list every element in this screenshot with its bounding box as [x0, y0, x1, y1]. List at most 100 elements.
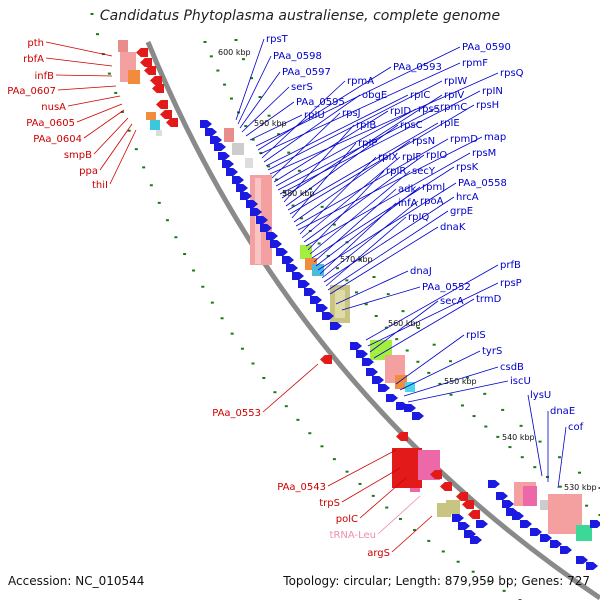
- scale-dot-outer: [174, 236, 178, 239]
- gene-arrow: [136, 48, 148, 57]
- gene-block: [405, 382, 415, 392]
- gene-block: [128, 70, 140, 84]
- gene-arrow: [322, 312, 334, 320]
- scale-dot-band: [501, 408, 505, 411]
- gene-arrow: [512, 512, 524, 520]
- gene-label-rpie: rpIE: [440, 118, 460, 129]
- scale-dot-band: [432, 343, 436, 346]
- kbp-tick-label: 590 kbp: [254, 119, 287, 128]
- scale-dot-band: [320, 205, 324, 208]
- leader-line: [281, 94, 443, 199]
- gene-block: [156, 130, 162, 136]
- leader-line: [57, 85, 117, 91]
- scale-dot-outer: [96, 33, 100, 36]
- leader-line: [309, 170, 411, 255]
- leader-line: [267, 80, 443, 171]
- leader-line: [99, 123, 133, 171]
- gene-block: [224, 128, 234, 142]
- gene-label-paa_0604: PAa_0604: [33, 134, 82, 145]
- leader-line: [317, 182, 457, 271]
- gene-block: [335, 290, 345, 318]
- scale-dot-band: [558, 456, 562, 459]
- gene-arrow: [160, 110, 172, 119]
- leader-line: [67, 95, 121, 107]
- gene-label-cof: cof: [568, 422, 584, 433]
- scale-dot-outer: [358, 482, 362, 485]
- gene-arrow: [412, 412, 424, 420]
- gene-arrow: [214, 143, 226, 151]
- gene-arrow: [218, 152, 230, 160]
- accession-text: Accession: NC_010544: [8, 574, 145, 588]
- scale-dot-outer: [240, 347, 244, 350]
- scale-dot-band: [277, 133, 281, 136]
- gene-arrow: [540, 534, 552, 542]
- gene-label-rpss: rpsS: [418, 104, 440, 115]
- gene-arrow: [205, 128, 217, 136]
- gene-arrow: [232, 176, 244, 184]
- gene-label-rpio: rpIO: [426, 150, 447, 161]
- gene-label-nusa: nusA: [41, 102, 66, 113]
- gene-label-paa_0595: PAa_0595: [296, 97, 345, 108]
- leader-line: [305, 152, 471, 247]
- gene-arrow: [270, 240, 282, 248]
- scale-dot-band: [287, 151, 291, 154]
- scale-dot-inner: [317, 242, 321, 245]
- scale-dot-band: [250, 77, 254, 80]
- gene-label-rpsn: rpsN: [412, 136, 435, 147]
- gene-arrow: [520, 520, 532, 528]
- leader-line: [329, 226, 439, 295]
- scale-dot-band: [577, 471, 581, 474]
- gene-label-paa_0598: PAa_0598: [273, 51, 322, 62]
- scale-dot-band: [598, 487, 600, 489]
- gene-arrow: [240, 192, 252, 200]
- leader-line: [377, 495, 421, 535]
- leader-line: [359, 477, 407, 519]
- scale-dot-band: [241, 58, 245, 61]
- gene-arrow: [470, 536, 482, 544]
- leader-line: [287, 122, 439, 211]
- leader-line: [277, 106, 439, 191]
- scale-dot-inner: [216, 69, 220, 72]
- leader-line: [269, 72, 499, 175]
- gene-label-obge: obgE: [362, 90, 387, 101]
- leader-line: [261, 80, 346, 159]
- leader-line: [301, 156, 401, 239]
- gene-arrow: [496, 492, 508, 500]
- scale-dot-inner: [364, 303, 368, 306]
- leader-line: [235, 38, 265, 121]
- gene-arrow: [530, 528, 542, 536]
- leader-line: [365, 264, 499, 341]
- leader-line: [369, 300, 439, 353]
- leader-line: [283, 124, 355, 203]
- leader-line: [262, 363, 319, 413]
- gene-label-rpsj: rpsJ: [342, 108, 361, 119]
- gene-arrow: [286, 264, 298, 272]
- gene-label-rpsc: rpsC: [400, 120, 423, 131]
- leader-line: [327, 210, 449, 291]
- scale-dot-inner: [354, 291, 358, 294]
- scale-dot-outer: [284, 405, 288, 408]
- gene-arrow: [452, 514, 464, 522]
- gene-label-secy: secY: [412, 166, 436, 177]
- gene-arrow: [366, 368, 378, 376]
- scale-dot-outer: [165, 219, 169, 222]
- scale-dot-inner: [223, 83, 227, 86]
- gene-arrow: [210, 136, 222, 144]
- scale-dot-inner: [585, 504, 589, 507]
- gene-label-trps: trpS: [319, 498, 340, 509]
- gene-block: [446, 500, 460, 514]
- leader-line: [263, 94, 361, 163]
- gene-arrow: [140, 58, 152, 67]
- kbp-tick-label: 580 kbp: [282, 189, 315, 198]
- leader-line: [341, 286, 421, 311]
- gene-label-rpiq: rpIQ: [408, 212, 429, 223]
- gene-label-rpmj: rpmJ: [422, 182, 445, 193]
- scale-dot-band: [483, 392, 487, 395]
- scale-dot-band: [465, 376, 469, 379]
- gene-label-paa_0553: PAa_0553: [212, 408, 261, 419]
- leader-line: [327, 449, 397, 487]
- gene-label-paa_0607: PAa_0607: [7, 86, 56, 97]
- gene-label-rpic: rpIC: [410, 90, 430, 101]
- leader-line: [391, 515, 433, 553]
- scale-dot-inner: [300, 217, 304, 220]
